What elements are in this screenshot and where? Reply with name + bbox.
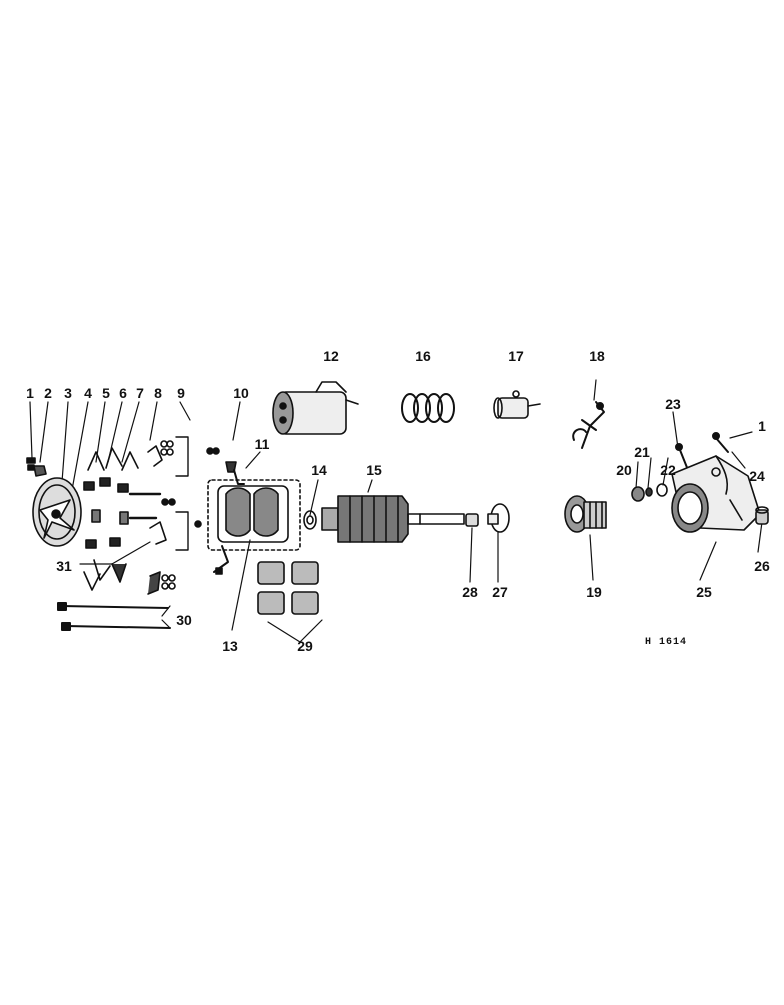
leader-lines — [29, 379, 763, 643]
callout-24: 24 — [749, 468, 765, 484]
callout-6: 6 — [119, 385, 127, 401]
drawing-code: H 1614 — [645, 637, 688, 648]
callout-16: 16 — [415, 348, 431, 364]
drive-end-bolts — [675, 432, 729, 471]
callout-14: 14 — [311, 462, 327, 478]
pole-shoes — [257, 561, 319, 615]
callout-19: 19 — [586, 584, 602, 600]
through-bolts — [57, 602, 171, 631]
callout-11: 11 — [254, 436, 270, 452]
callout-5: 5 — [102, 385, 110, 401]
callout-25: 25 — [696, 584, 712, 600]
callout-18: 18 — [589, 348, 605, 364]
washer-14 — [303, 510, 317, 530]
end-plate — [32, 477, 82, 547]
shift-lever — [572, 401, 605, 449]
terminal-nut — [206, 447, 237, 473]
bracket-9 — [175, 436, 189, 477]
callout-15: 15 — [366, 462, 382, 478]
callout-1: 1 — [26, 385, 34, 401]
plunger — [493, 390, 541, 419]
brush-holder-set — [83, 440, 176, 595]
callout-27: 27 — [492, 584, 508, 600]
callout-10: 10 — [233, 385, 249, 401]
spring — [401, 393, 455, 423]
drive-assembly — [564, 495, 607, 533]
callout-8: 8 — [154, 385, 162, 401]
bracket-lower — [175, 511, 189, 551]
field-frame — [194, 469, 301, 575]
callout-17: 17 — [508, 348, 524, 364]
callout-26: 26 — [754, 558, 770, 574]
retaining-parts — [631, 483, 668, 502]
drive-housing — [671, 455, 761, 533]
plug-part — [33, 465, 47, 477]
callout-3: 3 — [64, 385, 72, 401]
callout-9: 9 — [177, 385, 185, 401]
callout-22: 22 — [660, 462, 676, 478]
callout-7: 7 — [136, 385, 144, 401]
callout-2: 2 — [44, 385, 52, 401]
bushing-26 — [755, 506, 769, 525]
thrust-washer-27 — [487, 503, 510, 533]
bushing-28 — [465, 513, 479, 527]
callout-20: 20 — [616, 462, 632, 478]
callout-30: 30 — [176, 612, 192, 628]
callout-28: 28 — [462, 584, 478, 600]
callout-12: 12 — [323, 348, 339, 364]
callout-23: 23 — [665, 396, 681, 412]
callout-1-right: 1 — [758, 418, 766, 434]
solenoid — [272, 381, 359, 435]
callout-4: 4 — [84, 385, 92, 401]
callout-13: 13 — [222, 638, 238, 654]
callout-31: 31 — [56, 558, 72, 574]
armature — [321, 495, 465, 543]
callout-29: 29 — [297, 638, 313, 654]
callout-21: 21 — [634, 444, 650, 460]
